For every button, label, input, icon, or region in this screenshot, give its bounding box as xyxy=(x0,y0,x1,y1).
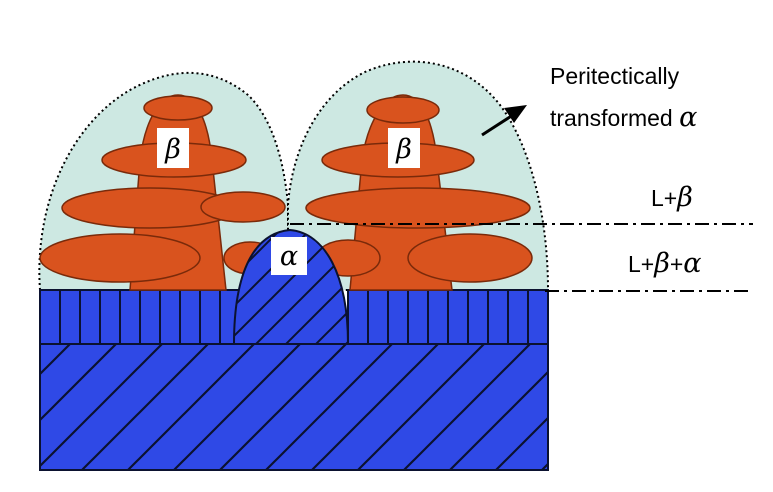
region-lba-prefix: L+ xyxy=(628,251,654,277)
label-beta-left: β xyxy=(157,128,189,168)
alpha-substrate xyxy=(39,342,549,471)
region-l-beta-prefix: L+ xyxy=(651,185,677,211)
annotation-line-1: Peritectically xyxy=(550,63,680,89)
label-alpha-center: α xyxy=(271,237,307,275)
region-lba-symbol-2: α xyxy=(683,248,701,279)
region-lba-plus: + xyxy=(670,251,683,277)
annotation-line-2: transformed α xyxy=(550,102,697,133)
region-lba-symbol-1: β xyxy=(653,248,670,279)
annotation-line-2-symbol: α xyxy=(679,102,697,133)
annotation-line-2-text: transformed xyxy=(550,105,679,131)
alpha-columnar-layer-right xyxy=(347,289,549,345)
beta-dendrite-left xyxy=(39,94,286,291)
svg-text:β: β xyxy=(395,134,412,165)
region-label-l-beta-alpha: L+β+α xyxy=(628,248,702,279)
alpha-columnar-layer-left xyxy=(39,289,245,345)
alpha-dome xyxy=(232,228,350,345)
svg-text:α: α xyxy=(280,241,298,272)
svg-text:β: β xyxy=(164,134,181,165)
region-l-beta-symbol: β xyxy=(676,182,693,213)
label-beta-right: β xyxy=(388,128,420,168)
region-label-l-beta: L+β xyxy=(651,182,693,213)
annotation-arrow-head xyxy=(504,105,527,123)
